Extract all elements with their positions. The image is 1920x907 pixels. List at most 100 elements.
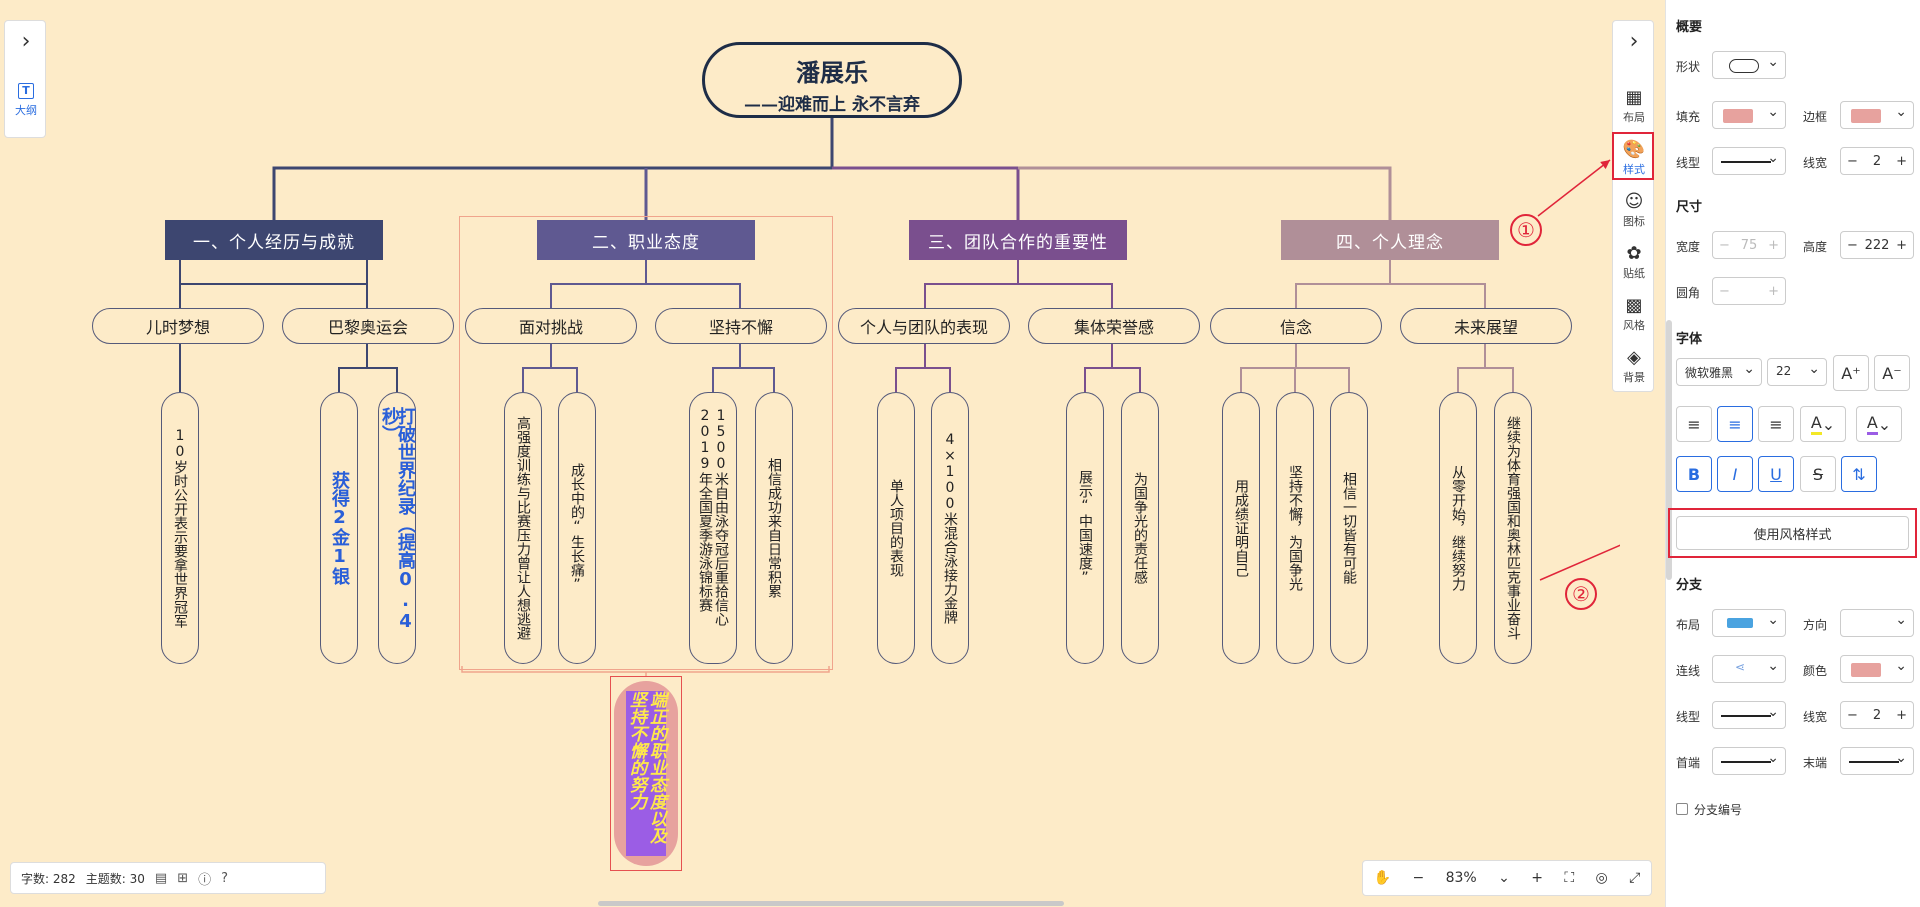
leaf-text: 从零开始，继续努力 bbox=[1450, 465, 1466, 591]
branch-line-width-stepper[interactable]: −2 + bbox=[1840, 701, 1914, 729]
leaf-topic[interactable]: 单人项目的表现 bbox=[877, 392, 915, 664]
main-topic-1[interactable]: 一、个人经历与成就 bbox=[165, 220, 383, 260]
sub-topic[interactable]: 集体荣誉感 bbox=[1028, 308, 1200, 344]
zoom-level[interactable]: 83% bbox=[1445, 870, 1477, 886]
leaf-text: 相信一切皆有可能 bbox=[1341, 472, 1357, 584]
sub-topic[interactable]: 坚持不懈 bbox=[655, 308, 827, 344]
font-family-select[interactable]: 微软雅黑 bbox=[1676, 358, 1762, 386]
leaf-topic[interactable]: 成长中的“生长痛” bbox=[558, 392, 596, 664]
main-topic-2[interactable]: 二、职业态度 bbox=[537, 220, 755, 260]
main-topic-4[interactable]: 四、个人理念 bbox=[1281, 220, 1499, 260]
hand-icon[interactable]: ✋ bbox=[1373, 870, 1392, 886]
leaf-topic[interactable]: 展示“中国速度” bbox=[1066, 392, 1104, 664]
horizontal-scrollbar[interactable] bbox=[598, 901, 1064, 906]
decrement-button[interactable]: − bbox=[1847, 707, 1858, 723]
tool-background[interactable]: ◈背景 bbox=[1613, 343, 1655, 391]
collapse-chevron-icon[interactable]: › bbox=[1629, 29, 1639, 54]
leaf-topic[interactable]: 10岁时公开表示要拿世界冠军 bbox=[161, 392, 199, 664]
text-color-button[interactable]: A⌄ bbox=[1856, 406, 1902, 442]
use-style-button[interactable]: 使用风格样式 bbox=[1676, 516, 1909, 550]
vertical-scrollbar[interactable] bbox=[1666, 320, 1672, 580]
line-width-value[interactable]: 2 bbox=[1872, 153, 1882, 169]
increment-button[interactable]: + bbox=[1896, 153, 1907, 169]
line-type-select[interactable] bbox=[1712, 147, 1786, 175]
tool-style[interactable]: 🎨样式 bbox=[1613, 135, 1655, 183]
summary-topic[interactable]: 端正的职业态度以及坚持不懈的努力 bbox=[610, 676, 682, 871]
height-value[interactable]: 222 bbox=[1864, 237, 1890, 253]
tool-sticker[interactable]: ✿贴纸 bbox=[1613, 239, 1655, 287]
connector-select[interactable]: ⋖ bbox=[1712, 655, 1786, 683]
tool-layout[interactable]: ▦布局 bbox=[1613, 83, 1655, 131]
italic-button[interactable]: I bbox=[1717, 456, 1753, 492]
end-cap-select[interactable] bbox=[1840, 747, 1914, 775]
branch-line-type-select[interactable] bbox=[1712, 701, 1786, 729]
decrement-button[interactable]: − bbox=[1847, 153, 1858, 169]
fill-color-select[interactable] bbox=[1712, 101, 1786, 129]
height-stepper[interactable]: −222 + bbox=[1840, 231, 1914, 259]
fit-screen-icon[interactable]: ⛶ bbox=[1564, 870, 1575, 886]
branch-line-width-value[interactable]: 2 bbox=[1872, 707, 1882, 723]
leaf-topic[interactable]: 为国争光的责任感 bbox=[1121, 392, 1159, 664]
align-center-icon[interactable]: ≡ bbox=[1717, 406, 1753, 442]
start-cap-select[interactable] bbox=[1712, 747, 1786, 775]
increment-button[interactable]: + bbox=[1896, 237, 1907, 253]
text-direction-icon[interactable]: ⇅ bbox=[1841, 456, 1877, 492]
leaf-topic[interactable]: 继续为体育强国和奥林匹克事业奋斗 bbox=[1494, 392, 1532, 664]
leaf-topic[interactable]: 获得2金1银 bbox=[320, 392, 358, 664]
line-width-stepper[interactable]: −2 + bbox=[1840, 147, 1914, 175]
zoom-in-button[interactable]: + bbox=[1531, 870, 1543, 886]
help-icon[interactable]: ? bbox=[221, 870, 229, 886]
direction-select[interactable] bbox=[1840, 609, 1914, 637]
branch-color-select[interactable] bbox=[1840, 655, 1914, 683]
strikethrough-button[interactable]: S bbox=[1800, 456, 1836, 492]
bold-button[interactable]: B bbox=[1676, 456, 1712, 492]
leaf-topic[interactable]: 相信一切皆有可能 bbox=[1330, 392, 1368, 664]
leaf-topic[interactable]: 打破世界纪录（提高0.4秒） bbox=[378, 392, 416, 664]
outline-button[interactable]: T 大纲 bbox=[5, 83, 47, 118]
align-left-icon[interactable]: ≡ bbox=[1676, 406, 1712, 442]
leaf-topic[interactable]: 用成绩证明自己 bbox=[1222, 392, 1260, 664]
tool-icon[interactable]: ☺图标 bbox=[1613, 187, 1655, 235]
keyboard-icon[interactable]: ▤ bbox=[154, 870, 168, 886]
branch-number-checkbox[interactable] bbox=[1676, 803, 1688, 815]
minimap-icon[interactable]: ⊞ bbox=[177, 870, 189, 886]
sub-topic[interactable]: 巴黎奥运会 bbox=[282, 308, 454, 344]
underline-button[interactable]: U bbox=[1758, 456, 1794, 492]
sub-topic[interactable]: 信念 bbox=[1210, 308, 1382, 344]
zoom-dropdown-chevron-icon[interactable]: ⌄ bbox=[1498, 870, 1510, 886]
increment-button[interactable]: + bbox=[1896, 707, 1907, 723]
sub-topic[interactable]: 儿时梦想 bbox=[92, 308, 264, 344]
tool-theme[interactable]: ▩风格 bbox=[1613, 291, 1655, 339]
leaf-topic[interactable]: 相信成功来自日常积累 bbox=[755, 392, 793, 664]
root-topic[interactable]: 潘展乐 ——迎难而上 永不言弃 bbox=[702, 42, 962, 118]
leaf-text: 获得2金1银 bbox=[329, 471, 350, 585]
branch-color-swatch bbox=[1851, 663, 1881, 677]
decrease-font-button[interactable]: A⁻ bbox=[1874, 355, 1910, 391]
radius-label: 圆角 bbox=[1676, 286, 1701, 300]
info-icon[interactable]: ⓘ bbox=[198, 872, 212, 888]
leaf-topic[interactable]: 1500米自由泳夺冠后重拾信心 2019年全国夏季游泳锦标赛 bbox=[689, 392, 737, 664]
main-topic-3[interactable]: 三、团队合作的重要性 bbox=[909, 220, 1127, 260]
text-highlight-color-button[interactable]: A⌄ bbox=[1800, 406, 1846, 442]
leaf-topic[interactable]: 从零开始，继续努力 bbox=[1439, 392, 1477, 664]
branch-layout-select[interactable] bbox=[1712, 609, 1786, 637]
layout-preview-icon bbox=[1727, 618, 1753, 628]
leaf-topic[interactable]: 高强度训练与比赛压力曾让人想逃避 bbox=[504, 392, 542, 664]
align-right-icon[interactable]: ≡ bbox=[1758, 406, 1794, 442]
increase-font-button[interactable]: A⁺ bbox=[1833, 355, 1869, 391]
sub-topic[interactable]: 面对挑战 bbox=[465, 308, 637, 344]
expand-chevron-icon[interactable]: › bbox=[21, 29, 31, 54]
decrement-button[interactable]: − bbox=[1847, 237, 1858, 253]
sub-topic[interactable]: 未来展望 bbox=[1400, 308, 1572, 344]
leaf-topic[interactable]: 坚持不懈，为国争光 bbox=[1276, 392, 1314, 664]
sub-topic[interactable]: 个人与团队的表现 bbox=[838, 308, 1010, 344]
locate-icon[interactable]: ◎ bbox=[1595, 870, 1608, 886]
leaf-text: 打破世界纪录（提高0.4秒） bbox=[379, 407, 416, 632]
leaf-topic[interactable]: 4×100米混合泳接力金牌 bbox=[931, 392, 969, 664]
zoom-out-button[interactable]: − bbox=[1412, 870, 1425, 886]
font-size-select[interactable]: 22 bbox=[1767, 358, 1827, 386]
border-color-select[interactable] bbox=[1840, 101, 1914, 129]
shape-select[interactable] bbox=[1712, 51, 1786, 79]
mindmap-canvas[interactable]: 潘展乐 ——迎难而上 永不言弃 一、个人经历与成就 二、职业态度 三、团队合作的… bbox=[0, 0, 1665, 907]
fullscreen-icon[interactable]: ⤢ bbox=[1629, 870, 1641, 886]
